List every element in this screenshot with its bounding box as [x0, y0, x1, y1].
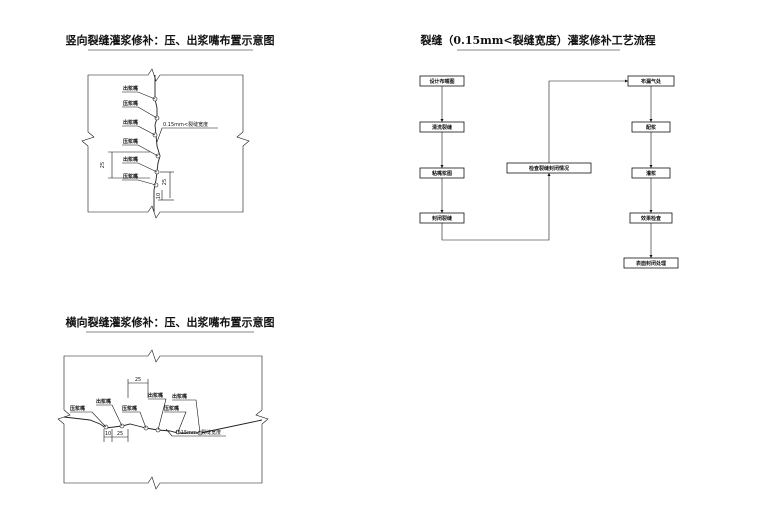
- leader-line: [148, 398, 167, 431]
- nozzle-label: 压浆嘴: [123, 173, 138, 180]
- vertical-crack-line: [153, 75, 161, 212]
- leader-line: [122, 162, 158, 173]
- horizontal-crack-diagram: 横向裂缝灌浆修补：压、出浆嘴布置示意图 压浆嘴 出浆嘴 压浆嘴 出浆嘴 压浆嘴 …: [57, 315, 275, 490]
- nozzle-label: 出浆嘴: [96, 398, 111, 405]
- dimension-label: 25: [162, 179, 168, 185]
- dimension-label: 10: [105, 431, 111, 437]
- dimension-label: 10: [156, 193, 162, 199]
- leader-line: [122, 91, 156, 100]
- leader-line: [70, 411, 107, 428]
- nozzle-label: 出浆嘴: [148, 392, 163, 399]
- dimension-label: 25: [100, 162, 106, 168]
- nozzle-label: 出浆嘴: [172, 393, 187, 400]
- horizontal-wall-outline: [57, 349, 269, 490]
- leader-line: [172, 399, 201, 434]
- flow-step-label: 配浆: [646, 124, 657, 131]
- flow-step-label: 表面封闭处理: [635, 260, 666, 267]
- vertical-diagram-title: 竖向裂缝灌浆修补：压、出浆嘴布置示意图: [66, 33, 275, 47]
- leader-line: [122, 125, 156, 136]
- flow-step-label: 布漏气处: [640, 78, 662, 85]
- leader-line: [164, 411, 187, 433]
- nozzle-label: 压浆嘴: [122, 405, 137, 412]
- nozzle-label: 压浆嘴: [70, 405, 85, 412]
- flow-step-label: 封闭裂缝: [432, 215, 452, 222]
- leader-line: [96, 404, 123, 427]
- nozzle-label: 压浆嘴: [164, 405, 179, 412]
- flow-step-label: 检查裂缝封闭情况: [529, 165, 569, 172]
- nozzle-label: 出浆嘴: [123, 156, 138, 163]
- dimension-label: 25: [117, 431, 123, 437]
- flow-connector: [441, 173, 551, 241]
- crack-width-label: 0.15mm<裂缝宽度: [176, 429, 221, 436]
- leader-line: [122, 179, 157, 186]
- flow-step-label: 清洗裂缝: [432, 124, 452, 131]
- flowchart-title: 裂缝（0.15mm<裂缝宽度）灌浆修补工艺流程: [419, 33, 655, 47]
- nozzle-label: 压浆嘴: [123, 138, 138, 145]
- vertical-crack-diagram: 竖向裂缝灌浆修补：压、出浆嘴布置示意图 出浆嘴 压浆嘴 出浆嘴 压浆嘴 出浆嘴 …: [66, 33, 275, 219]
- nozzle-label: 压浆嘴: [123, 100, 138, 107]
- crack-width-leader: [165, 428, 226, 437]
- flow-step-label: 效果检查: [641, 215, 662, 222]
- crack-width-leader: [156, 127, 218, 143]
- flow-step-label: 粘嘴浆图: [431, 170, 452, 177]
- process-flowchart: 裂缝（0.15mm<裂缝宽度）灌浆修补工艺流程 设计布嘴图 清洗裂缝 粘嘴浆图 …: [419, 33, 679, 269]
- leader-line: [122, 411, 147, 429]
- horizontal-crack-line: [63, 416, 263, 434]
- horizontal-diagram-title: 横向裂缝灌浆修补：压、出浆嘴布置示意图: [66, 315, 275, 329]
- flow-step-label: 设计布嘴图: [429, 78, 454, 85]
- leader-line: [122, 144, 159, 157]
- crack-width-label: 0.15mm<裂缝宽度: [163, 121, 208, 128]
- leader-line: [122, 106, 158, 119]
- flow-step-label: 灌浆: [646, 170, 657, 177]
- nozzle-label: 出浆嘴: [123, 119, 138, 126]
- vertical-wall-outline: [81, 68, 250, 219]
- flow-connector: [548, 79, 628, 163]
- nozzle-label: 出浆嘴: [123, 85, 138, 92]
- dimension-label: 25: [135, 377, 141, 383]
